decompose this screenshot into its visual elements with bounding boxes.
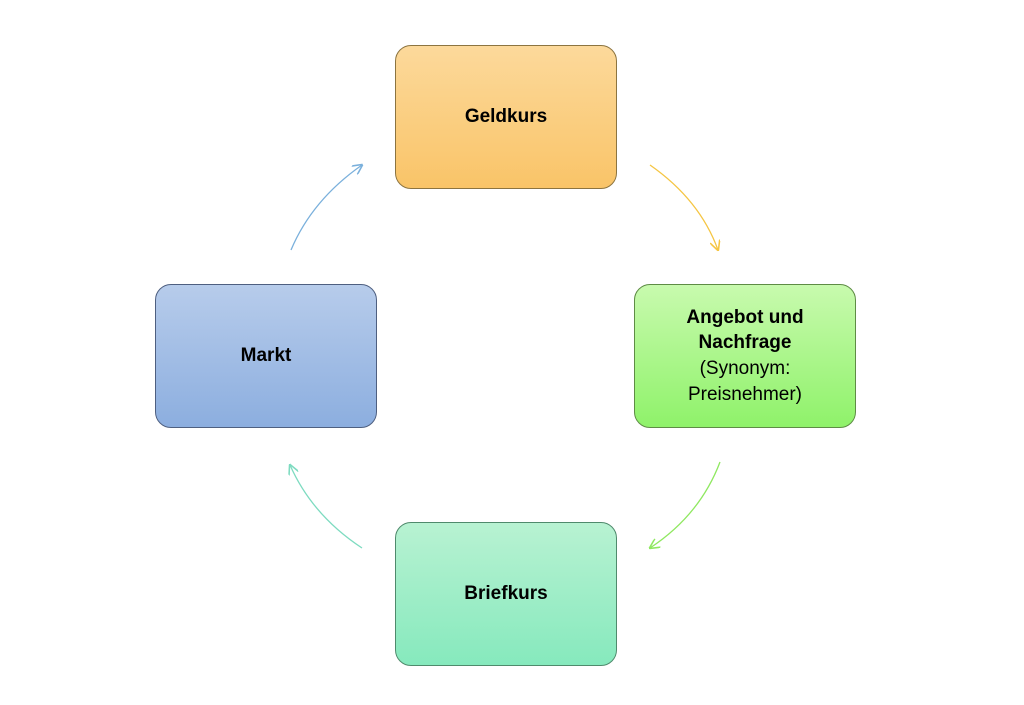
node-angebot-title-line1: Angebot und xyxy=(686,306,804,328)
arrow-right-to-bottom xyxy=(650,461,721,548)
node-angebot-note-line2: Preisnehmer) xyxy=(687,383,803,405)
node-geldkurs: Geldkurs xyxy=(395,45,617,189)
node-angebot-nachfrage: Angebot und Nachfrage (Synonym: Preisneh… xyxy=(634,284,856,428)
arrow-bottom-to-left xyxy=(290,465,363,549)
node-markt: Markt xyxy=(155,284,377,428)
node-briefkurs: Briefkurs xyxy=(395,522,617,666)
node-angebot-note-line1: (Synonym: xyxy=(699,358,791,379)
arrow-top-to-right xyxy=(649,164,718,250)
node-briefkurs-title: Briefkurs xyxy=(464,583,548,605)
node-markt-title: Markt xyxy=(240,345,292,367)
node-angebot-title-line2: Nachfrage xyxy=(698,332,792,354)
arrow-left-to-top xyxy=(290,165,362,251)
node-geldkurs-title: Geldkurs xyxy=(464,106,548,128)
